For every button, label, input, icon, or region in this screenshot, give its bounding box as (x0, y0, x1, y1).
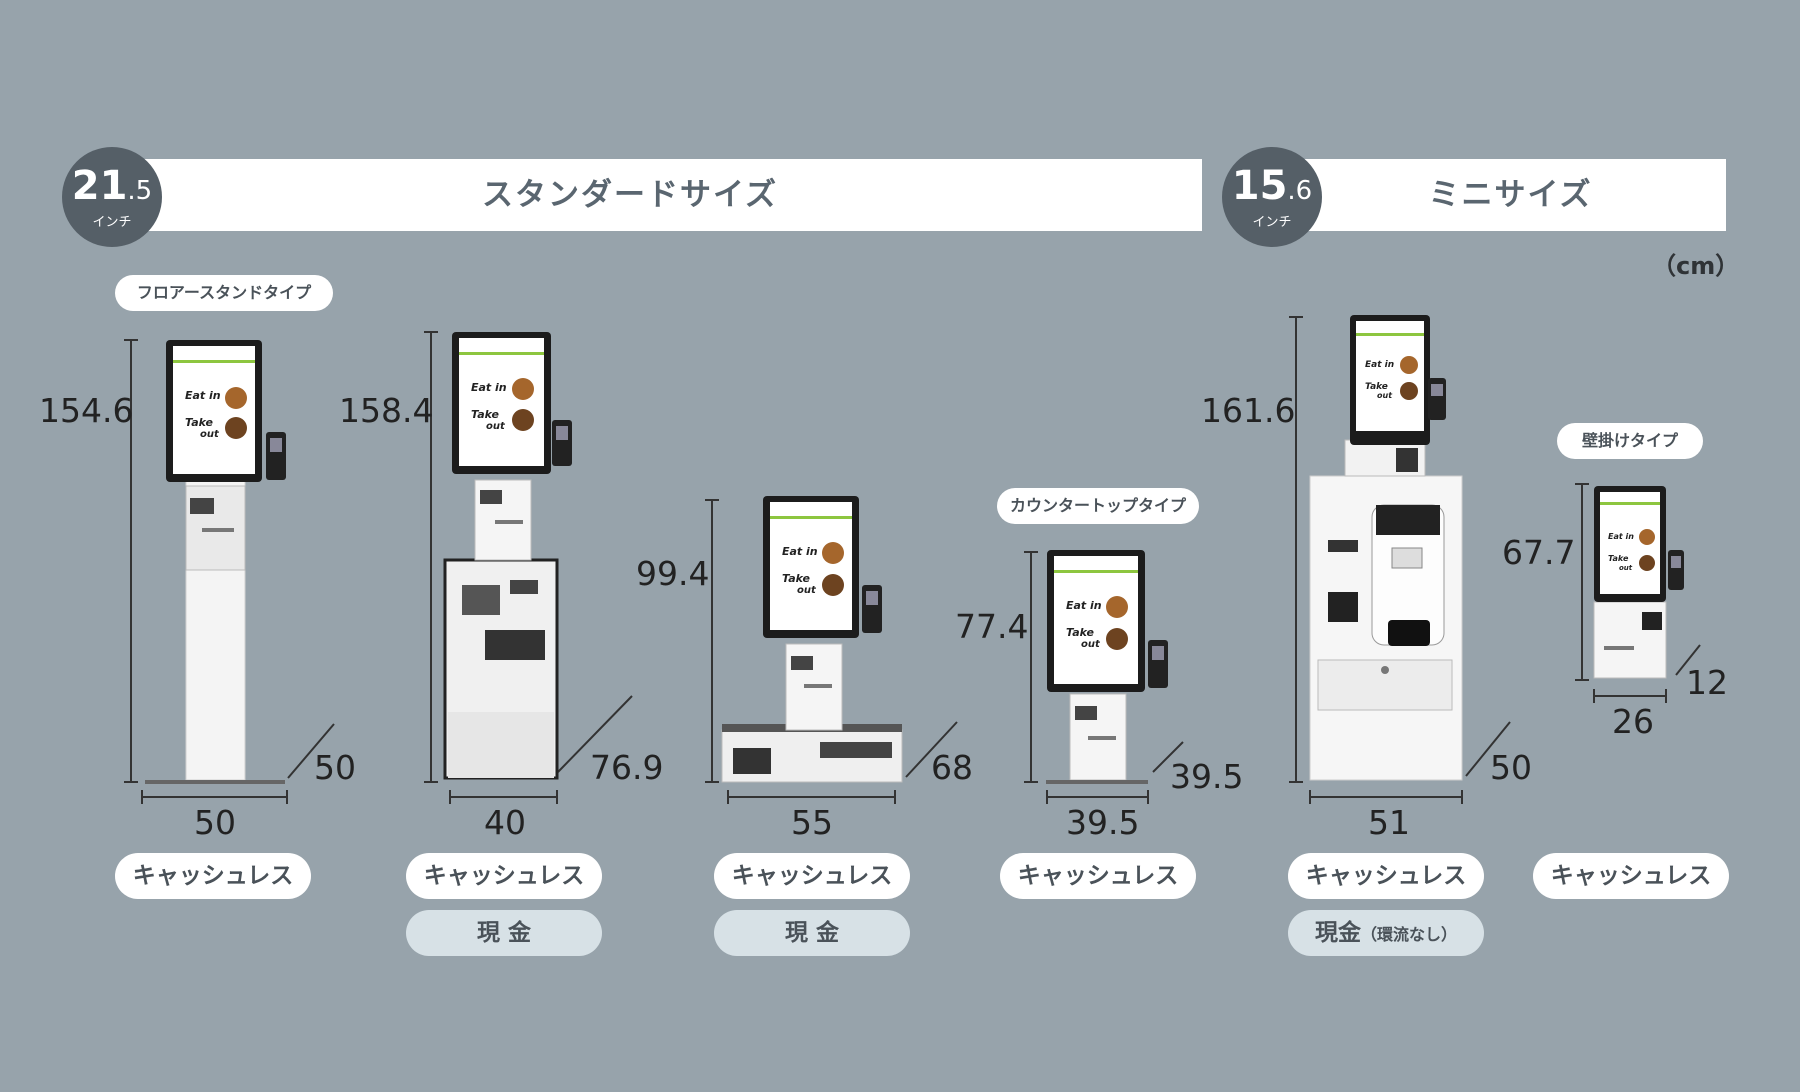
svg-text:out: out (1377, 391, 1393, 400)
payment-cash-5-note: （環流なし） (1360, 925, 1457, 944)
svg-text:Take: Take (471, 408, 500, 421)
width-2: 40 (484, 803, 526, 842)
standard-section-title: スタンダードサイズ (481, 177, 779, 213)
standard-size-badge: 21.5 インチ (62, 147, 162, 247)
svg-text:Eat in: Eat in (471, 381, 507, 394)
tag-counter-top: カウンタートップタイプ (997, 488, 1199, 524)
tag-wall-mount: 壁掛けタイプ (1557, 423, 1703, 459)
payment-cashless-2: キャッシュレス (406, 853, 602, 899)
payment-cashless-4: キャッシュレス (1000, 853, 1196, 899)
svg-text:Take: Take (1608, 554, 1629, 563)
payment-cash-3: 現 金 (714, 910, 910, 956)
svg-text:Take: Take (185, 416, 214, 429)
height-5: 161.6 (1201, 391, 1296, 430)
svg-text:out: out (1619, 564, 1633, 572)
mini-size-int: 15 (1231, 163, 1288, 209)
payment-cash-2: 現 金 (406, 910, 602, 956)
tag-floor-stand: フロアースタンドタイプ (115, 275, 333, 311)
svg-text:out: out (200, 429, 220, 440)
width-1: 50 (194, 803, 236, 842)
depth-2: 76.9 (590, 748, 664, 787)
svg-text:Eat in: Eat in (1066, 599, 1102, 612)
kiosk-floor-stand: Eat in Take out (145, 340, 286, 784)
unit-label: （cm） (1652, 252, 1740, 280)
payment-cashless-1: キャッシュレス (115, 853, 311, 899)
depth-6: 12 (1686, 663, 1728, 702)
width-4: 39.5 (1066, 803, 1140, 842)
payment-cashless-3: キャッシュレス (714, 853, 910, 899)
standard-size-int: 21 (71, 163, 128, 209)
depth-5: 50 (1490, 748, 1532, 787)
width-6: 26 (1612, 702, 1654, 741)
mini-section-title: ミニサイズ (1428, 177, 1593, 213)
mini-size-dec: .6 (1287, 176, 1313, 206)
svg-text:Eat in: Eat in (1608, 532, 1634, 541)
mini-size-badge: 15.6 インチ (1222, 147, 1322, 247)
svg-text:Eat in: Eat in (782, 545, 818, 558)
height-3: 99.4 (636, 554, 710, 593)
mini-section-bar: ミニサイズ (1265, 159, 1726, 231)
height-4: 77.4 (955, 607, 1029, 646)
payment-cash-5: 現金（環流なし） (1288, 910, 1484, 956)
screen-eat-in-1: Eat in (185, 389, 221, 402)
standard-section-bar: スタンダードサイズ (120, 159, 1202, 231)
svg-text:out: out (486, 421, 506, 432)
svg-text:Take: Take (1066, 626, 1095, 639)
standard-size-unit: インチ (92, 215, 132, 230)
kiosk-floor-cash: Eat in Take out (443, 332, 572, 780)
svg-text:Take: Take (782, 572, 811, 585)
payment-cashless-6: キャッシュレス (1533, 853, 1729, 899)
svg-text:Eat in: Eat in (1365, 360, 1394, 370)
depth-1: 50 (314, 748, 356, 787)
standard-size-dec: .5 (127, 176, 153, 206)
height-1: 154.6 (39, 391, 134, 430)
height-2: 158.4 (339, 391, 434, 430)
height-6: 67.7 (1502, 533, 1576, 572)
kiosk-mini-cash: Eat in Take out (1309, 315, 1463, 781)
payment-cashless-5: キャッシュレス (1288, 853, 1484, 899)
depth-3: 68 (931, 748, 973, 787)
mini-size-unit: インチ (1252, 215, 1292, 230)
depth-4: 39.5 (1170, 757, 1244, 796)
payment-cash-5-label: 現金 (1314, 920, 1361, 946)
dimension-lines (124, 316, 1701, 804)
svg-text:out: out (797, 585, 817, 596)
kiosk-counter-top: Eat in Take out (1046, 550, 1168, 784)
width-3: 55 (791, 803, 833, 842)
kiosk-counter-cash: Eat in Take out (721, 496, 903, 783)
svg-text:Take: Take (1365, 382, 1388, 392)
kiosk-wall-mount: Eat in Take out (1593, 486, 1684, 679)
width-5: 51 (1368, 803, 1410, 842)
svg-text:out: out (1081, 639, 1101, 650)
